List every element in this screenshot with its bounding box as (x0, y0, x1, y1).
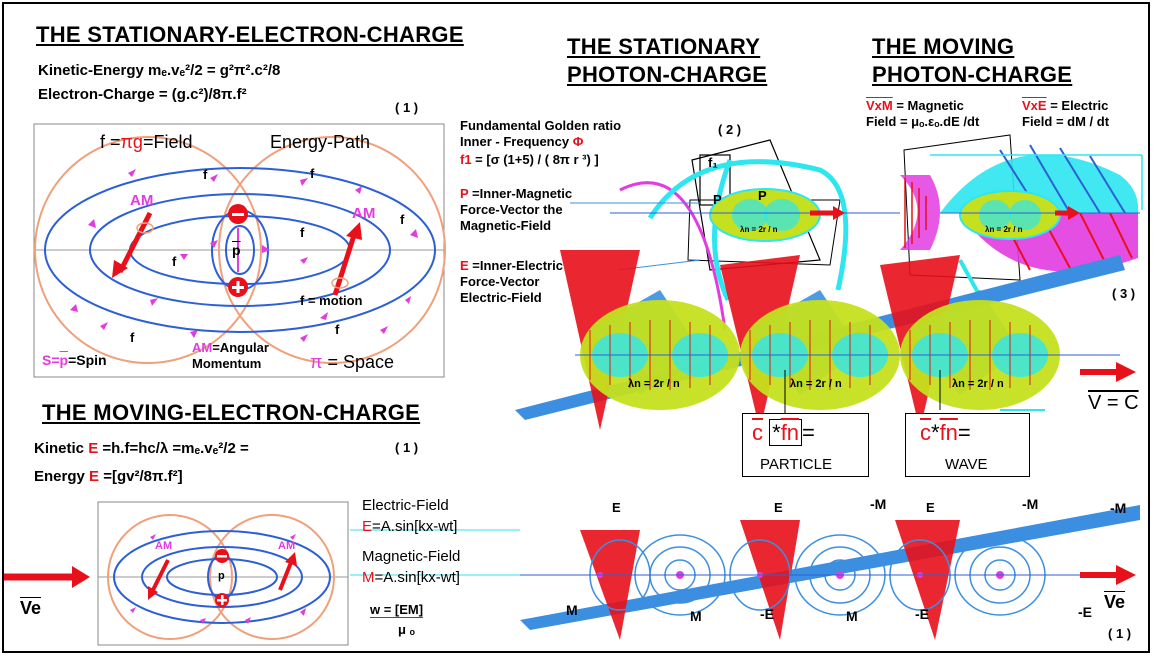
magnetic-field-formula: M=A.sin[kx-wt] (362, 569, 460, 586)
particle-box (742, 413, 869, 477)
stationary-photon-diagram (570, 139, 900, 331)
p-small: p (218, 570, 225, 582)
v-equals-c: V = C (1088, 392, 1139, 414)
lambda-label-2: λn = 2r / n (790, 378, 842, 390)
e-inner-electric: E =Inner-Electric (460, 258, 563, 273)
space-label: π = Space (310, 352, 394, 372)
am-small-right: AM (278, 540, 296, 552)
neg-e-label-1: -E (760, 606, 774, 622)
lambda-small-1: λn = 2r / n (740, 225, 778, 234)
moving-photon-title-2: PHOTON-CHARGE (872, 62, 1073, 87)
m-label-3: M (846, 608, 858, 624)
e-force-vector: Force-Vector (460, 274, 540, 289)
neg-m-label-2: -M (1022, 496, 1039, 512)
neg-e-label-3: -E (1078, 604, 1092, 620)
ve-label-left: Ve (20, 598, 42, 618)
angular-momentum-label: AM=Angular (192, 340, 269, 355)
am-label-right: AM (352, 205, 376, 222)
am-small-left: AM (155, 540, 173, 552)
kinetic-energy-equation: Kinetic-Energy mₑ.vₑ²/2 = g²π².c²/8 (38, 62, 281, 79)
f-label-6: f (335, 322, 340, 337)
electric-field-formula: E=A.sin[kx-wt] (362, 518, 458, 535)
lambda-small-2: λn = 2r / n (985, 225, 1023, 234)
neg-m-label-3: -M (1110, 500, 1127, 516)
energy-e-equation: Energy E =[gv²/8π.f²] (34, 468, 183, 485)
p-diagram-label-2: P (758, 188, 767, 203)
f-label-1: f (203, 167, 208, 182)
equation-number-1a: ( 1 ) (395, 100, 419, 115)
moving-photon-diagram (900, 134, 1143, 301)
energy-path-label: Energy-Path (270, 132, 371, 152)
motion-label: f = motion (300, 293, 363, 308)
neg-e-label-2: -E (915, 606, 929, 622)
neg-m-label-1: -M (870, 496, 887, 512)
wave-formula: c*fn= (920, 420, 971, 445)
moving-photon-title-1: THE MOVING (872, 34, 1015, 59)
photon-wave-diagram (515, 250, 1136, 430)
magnetic-field-title: Magnetic-Field (362, 548, 461, 565)
f-label-7: f (130, 330, 135, 345)
ve-label-right: Ve (1104, 592, 1126, 612)
lambda-label-3: λn = 2r / n (952, 378, 1004, 390)
stationary-photon-title-2: PHOTON-CHARGE (567, 62, 768, 87)
f-label-5: f (172, 254, 177, 269)
field-dm-label: Field = dM / dt (1022, 114, 1110, 129)
f1-formula: f1 = [σ (1+5) / ( 8π r ³) ] (460, 152, 599, 167)
em-wave-diagram (350, 505, 1140, 640)
w-formula: w = [EM] (370, 602, 424, 618)
vxe-label: VxE = Electric (1022, 98, 1109, 113)
electric-field-title: Electric-Field (362, 497, 449, 514)
wave-box (905, 413, 1030, 477)
stationary-photon-title-1: THE STATIONARY (567, 34, 761, 59)
p-force-vector: Force-Vector the (460, 202, 563, 217)
mu-label: μ ₒ (398, 622, 415, 637)
p-label: p (232, 242, 241, 258)
moving-electron-title: THE MOVING-ELECTRON-CHARGE (42, 400, 421, 425)
e-electric-field: Electric-Field (460, 290, 542, 305)
spin-label: S=p=Spin (42, 352, 107, 368)
kinetic-e-equation: Kinetic E =h.f=hc/λ =mₑ.vₑ²/2 = (34, 440, 249, 457)
particle-formula: c *fn= (752, 419, 815, 446)
equation-number-1c: ( 1 ) (1108, 626, 1132, 641)
field-mu-label: Field = μₒ.εₒ.dE /dt (866, 114, 980, 129)
stationary-electron-title: THE STATIONARY-ELECTRON-CHARGE (36, 22, 464, 47)
f1-diagram-label: f₁ (708, 155, 718, 170)
equation-number-1b: ( 1 ) (395, 440, 419, 455)
golden-ratio-line-2: Inner - Frequency Φ (460, 134, 584, 149)
wave-label: WAVE (945, 456, 988, 473)
e-label-3: E (926, 500, 935, 515)
lambda-label-1: λn = 2r / n (628, 378, 680, 390)
am-label-left: AM (130, 192, 154, 209)
f-label-4: f (300, 225, 305, 240)
moving-electron-panel (4, 501, 349, 646)
e-label-2: E (774, 500, 783, 515)
momentum-label: Momentum (192, 356, 262, 371)
electron-charge-equation: Electron-Charge = (g.c²)/8π.f² (38, 86, 247, 103)
f-label-3: f (400, 212, 405, 227)
e-label-1: E (612, 500, 621, 515)
stationary-electron-panel (33, 123, 446, 378)
m-label-1: M (566, 602, 578, 618)
p-inner-magnetic: P =Inner-Magnetic (460, 186, 573, 201)
vxm-label: VxM = Magnetic (866, 98, 964, 113)
p-diagram-label-1: P (713, 192, 722, 207)
equation-number-3: ( 3 ) (1112, 286, 1136, 301)
field-label: f =πg=Field (100, 132, 193, 152)
m-label-2: M (690, 608, 702, 624)
p-magnetic-field: Magnetic-Field (460, 218, 552, 233)
golden-ratio-line-1: Fundamental Golden ratio (460, 118, 622, 133)
f-label-2: f (310, 166, 315, 181)
am-arrow-right (332, 231, 358, 296)
particle-label: PARTICLE (760, 456, 832, 473)
equation-number-2: ( 2 ) (718, 122, 742, 137)
